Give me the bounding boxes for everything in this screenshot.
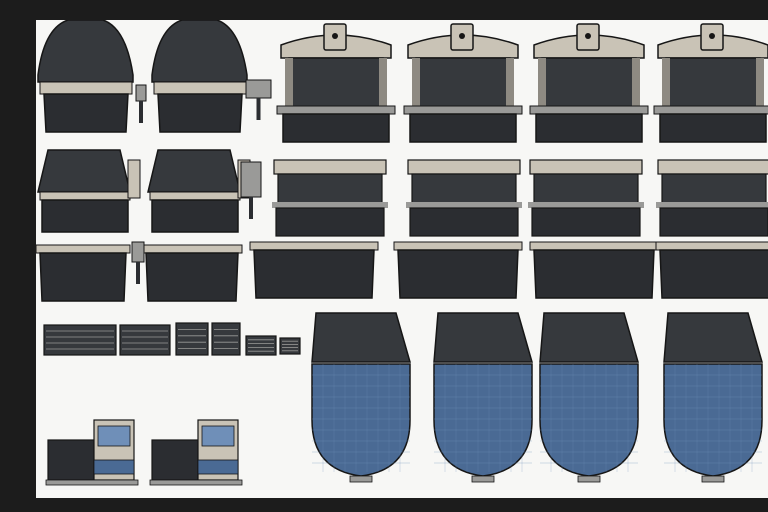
hinge-part-3	[240, 161, 262, 219]
fryer-unit-3	[529, 23, 649, 143]
hood-panel-2	[151, 20, 248, 133]
fryer-unit-2	[403, 23, 523, 143]
open-hood-1	[37, 149, 141, 233]
grille-3	[175, 322, 209, 356]
fryer-unit-4	[653, 23, 768, 143]
bin-3	[249, 241, 379, 299]
hinge-part-2	[245, 79, 272, 120]
tray-unit-3	[528, 159, 644, 237]
parts-sheet	[36, 20, 768, 498]
cart-1	[45, 419, 139, 486]
grille-5	[245, 335, 277, 356]
bin-2	[141, 244, 243, 302]
tray-unit-2	[406, 159, 522, 237]
bin-4	[393, 241, 523, 299]
hood-panel-1	[37, 20, 134, 133]
grille-1	[43, 324, 117, 356]
fryer-unit-1	[276, 23, 396, 143]
blue-hood-panel-3	[539, 312, 639, 483]
blue-hood-panel-4	[663, 312, 763, 483]
blue-hood-panel-2	[433, 312, 533, 483]
grille-4	[211, 322, 241, 356]
bin-1	[36, 244, 131, 302]
blue-hood-panel-1	[311, 312, 411, 483]
tray-unit-4	[656, 159, 768, 237]
grille-2	[119, 324, 171, 356]
tray-unit-1	[272, 159, 388, 237]
cart-2	[149, 419, 243, 486]
grille-6	[279, 337, 301, 355]
parts-illustration	[36, 20, 768, 486]
hinge-part-1	[135, 84, 147, 123]
bin-5	[529, 241, 659, 299]
bin-6	[655, 241, 768, 299]
open-hood-2	[147, 149, 251, 233]
hinge-part-4	[131, 241, 145, 284]
